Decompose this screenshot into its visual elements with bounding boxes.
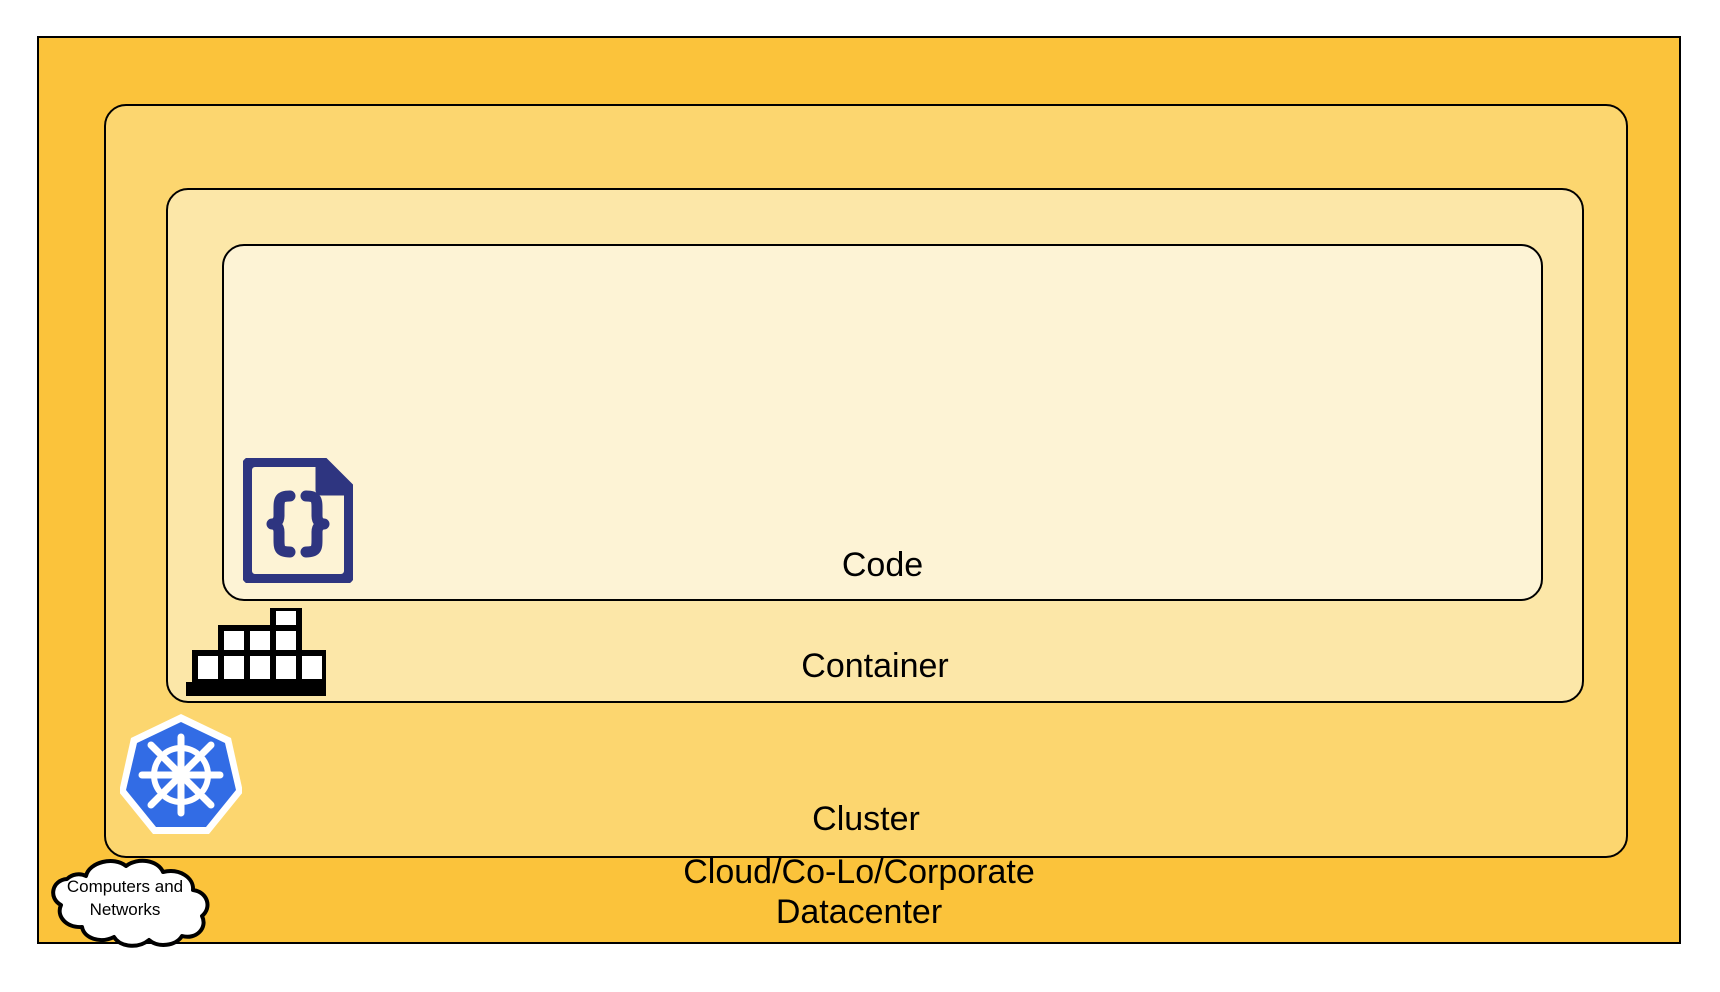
computers-and-networks-cloud[interactable]: Computers and Networks: [34, 858, 216, 948]
layer-container-label: Container: [801, 647, 949, 685]
layer-code[interactable]: Code: [222, 244, 1543, 601]
kubernetes-helm-icon: [119, 712, 243, 836]
layer-cluster-label: Cluster: [812, 800, 920, 838]
layer-datacenter[interactable]: Cloud/Co-Lo/Corporate Datacenter Cluster…: [37, 36, 1681, 944]
layer-cluster[interactable]: Cluster Container Code: [104, 104, 1628, 858]
layer-container[interactable]: Container Code: [166, 188, 1584, 703]
json-file-icon: [240, 455, 356, 586]
layer-datacenter-label: Cloud/Co-Lo/Corporate Datacenter: [683, 853, 1035, 931]
stacked-blocks-icon: [186, 605, 328, 700]
computers-and-networks-label: Computers and Networks: [66, 877, 184, 919]
layer-code-label: Code: [841, 546, 924, 584]
